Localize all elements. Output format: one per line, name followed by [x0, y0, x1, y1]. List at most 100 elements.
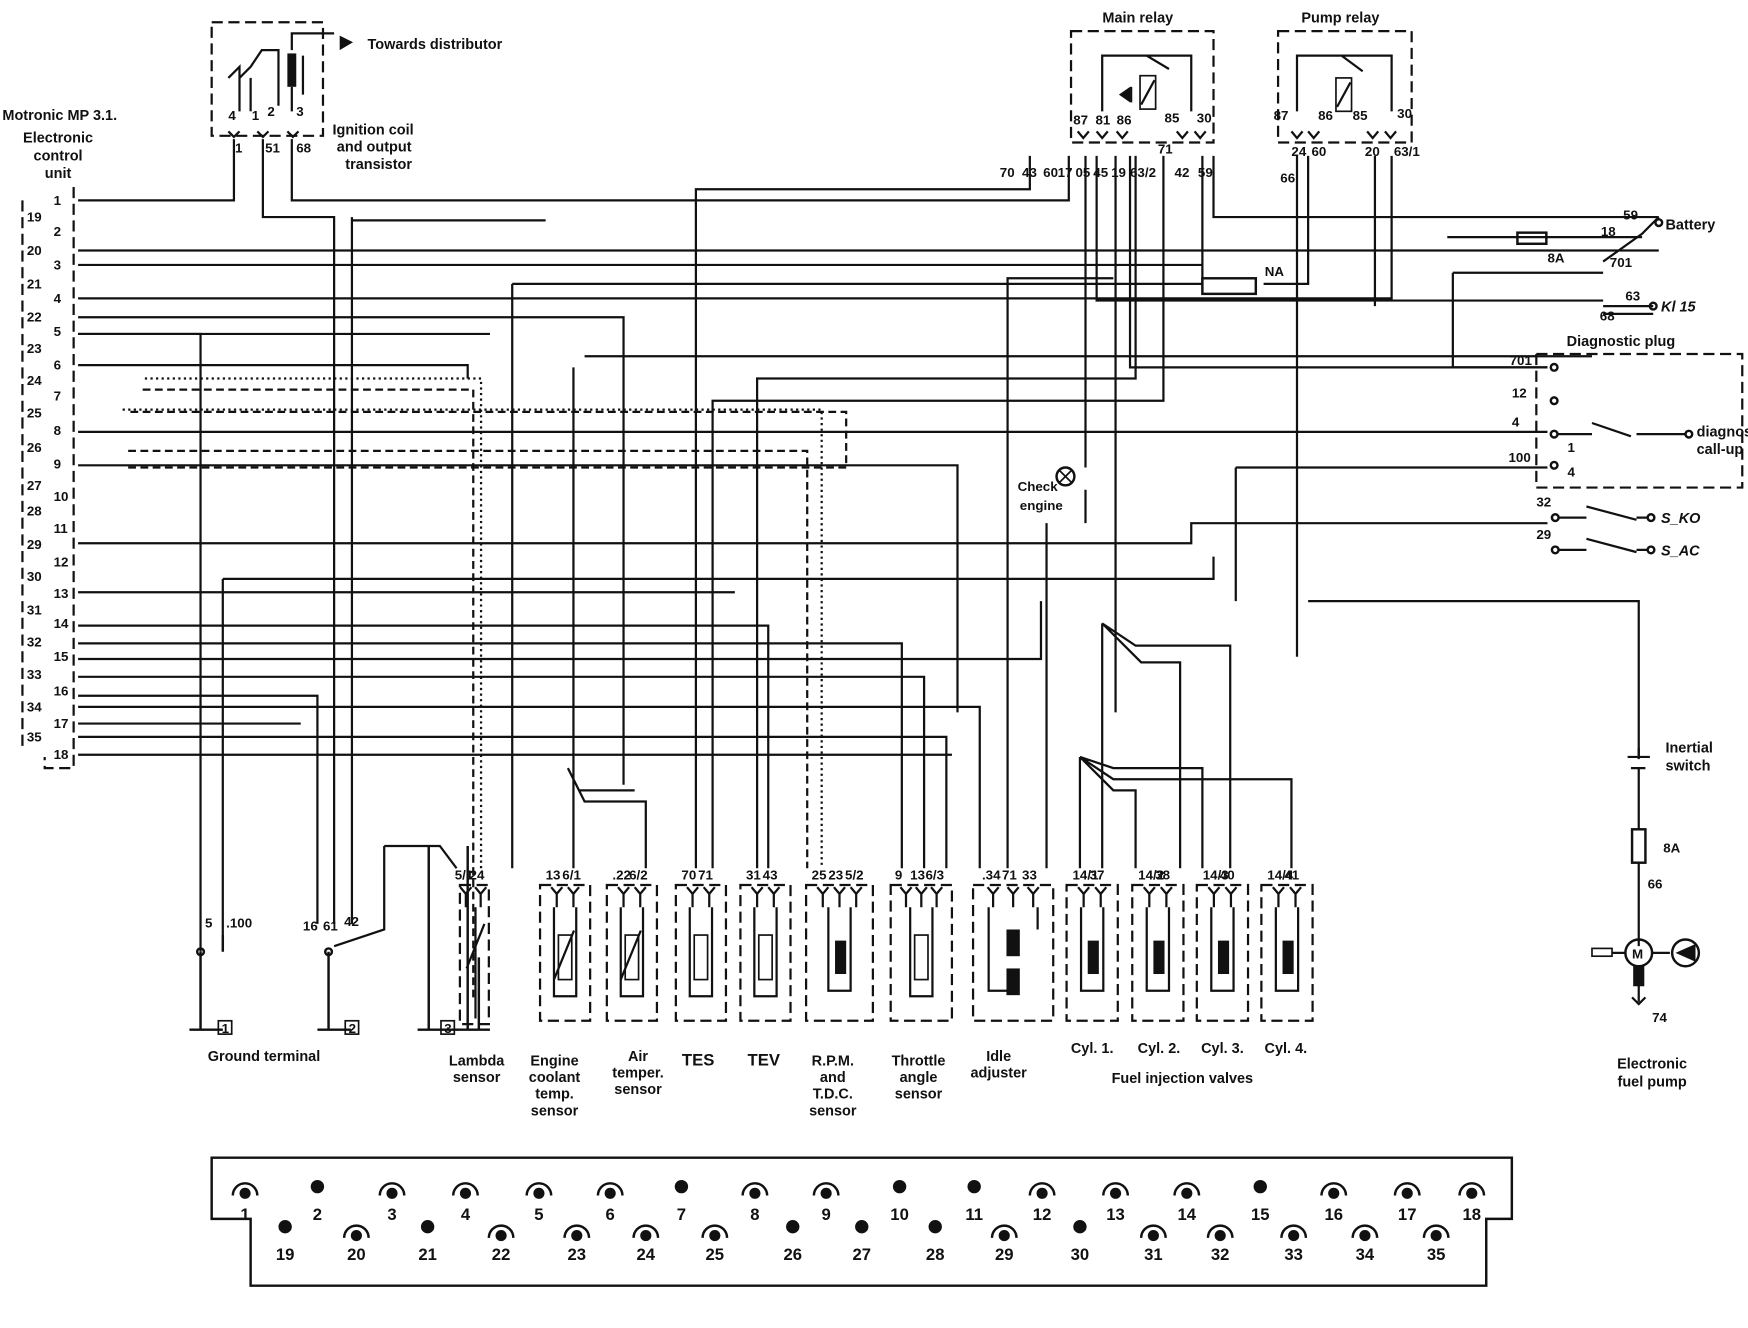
- ecu-pin-11: 11: [54, 521, 69, 536]
- coolant-label-2: temp.: [535, 1087, 574, 1103]
- ecu-pin-26: 26: [27, 440, 42, 455]
- ecu-pin-25: 25: [27, 405, 42, 420]
- connector-label-11: 11: [965, 1205, 983, 1224]
- ecu-pin-21: 21: [27, 276, 42, 291]
- cyl4-coil: [1282, 940, 1294, 975]
- idle-housing: [971, 883, 1055, 1022]
- pump-icon: [1670, 938, 1701, 968]
- battery-wire-59: 59: [1623, 207, 1638, 222]
- pump-relay-t86: 86: [1318, 108, 1333, 123]
- diagnostic-plug-title: Diagnostic plug: [1567, 334, 1676, 350]
- main-relay-t30: 30: [1197, 110, 1212, 125]
- check-engine-label-1: Check: [1018, 479, 1059, 494]
- rpm-label-1: and: [820, 1070, 846, 1086]
- switch-contact: [1558, 505, 1648, 521]
- main-relay-t86: 86: [1117, 113, 1132, 128]
- cyl3-coil: [1217, 940, 1230, 975]
- battery-block: Battery 59 18 701 Kl 15 63 68: [1600, 207, 1716, 323]
- pump-wire-66: 66: [1648, 876, 1663, 891]
- pump-relay-t30: 30: [1397, 106, 1412, 121]
- connector-label-8: 8: [750, 1205, 759, 1224]
- throttle-pin-9: 9: [895, 867, 902, 882]
- main-relay-wire-60: 60: [1043, 165, 1058, 180]
- lambda-label-1: sensor: [453, 1070, 501, 1086]
- battery-fuse-label: 8A: [1547, 251, 1564, 266]
- connector-label-19: 19: [276, 1245, 295, 1264]
- idle-pin-34: .34: [982, 867, 1001, 882]
- throttle-pin-13: 13: [910, 867, 925, 882]
- cyl2-label-0: Cyl. 2.: [1138, 1041, 1181, 1057]
- cyl4-housing: [1260, 883, 1314, 1022]
- connector-pin-10: 10: [890, 1179, 909, 1224]
- ignition-terminal-4: 4: [228, 108, 236, 123]
- connector-label-23: 23: [568, 1245, 587, 1264]
- ecu-pin-5: 5: [54, 324, 62, 339]
- diag-wire-701: 701: [1510, 353, 1533, 368]
- tev-pin-43: 43: [763, 867, 778, 882]
- ecu-outline: [21, 187, 75, 770]
- ecu-pin-19: 19: [27, 210, 42, 225]
- lambda-element: [465, 907, 486, 1019]
- ignition-module: Towards distributor Ignition coil and ou…: [210, 21, 503, 173]
- ecu-pin-6: 6: [54, 358, 61, 373]
- cyl1-pin-37: 37: [1090, 867, 1105, 882]
- ignition-box: [210, 21, 325, 137]
- cyl3-pin-14-3: 14/3: [1203, 867, 1229, 882]
- tes-pin-71: 71: [698, 867, 713, 882]
- main-relay-wire-17: 17: [1058, 165, 1073, 180]
- connector-outline: [210, 1156, 1514, 1287]
- main-relay-coil: [1139, 74, 1157, 110]
- check-engine-lamp-icon: [1055, 466, 1076, 487]
- pump-fuse: [1630, 828, 1647, 864]
- connector-label-3: 3: [387, 1205, 396, 1224]
- connector-label-12: 12: [1033, 1205, 1052, 1224]
- switch-wire-29: 29: [1536, 527, 1551, 542]
- main-relay: Main relay 87 81 86 85 30: [1069, 10, 1215, 144]
- tev-label-0: TEV: [748, 1050, 781, 1069]
- diag-pin-1: 1: [1567, 440, 1575, 455]
- air-pin-22: .22: [612, 867, 631, 882]
- rpm-housing: [804, 883, 874, 1022]
- ground-1-wire-100: .100: [226, 915, 252, 930]
- ecu-pin-10: 10: [54, 489, 69, 504]
- rpm-coil: [835, 940, 847, 975]
- cyl1-coil: [1087, 940, 1099, 975]
- ecu-title: Motronic MP 3.1.: [2, 108, 117, 124]
- cyl2-pin-14-2: 14/2: [1138, 867, 1164, 882]
- na-fuse: [1201, 277, 1258, 296]
- connector-pin-14: 14: [1173, 1182, 1201, 1224]
- main-relay-wire-70: 70: [1000, 165, 1015, 180]
- connector-pin-27: 27: [852, 1220, 871, 1264]
- ecu-pin-20: 20: [27, 243, 42, 258]
- ground-2-wire-16: 16: [303, 919, 318, 934]
- main-relay-wire-59: 59: [1198, 165, 1213, 180]
- diagnostic-plug-box: [1535, 352, 1744, 489]
- battery-label: Battery: [1665, 217, 1715, 233]
- ground-1-wire-5: 5: [205, 915, 213, 930]
- ground-2-wire-42: 42: [344, 914, 359, 929]
- ecu-pin-16: 16: [54, 684, 69, 699]
- pump-relay-t85: 85: [1353, 108, 1368, 123]
- pump-relay-t87: 87: [1274, 108, 1289, 123]
- connector-label-32: 32: [1211, 1245, 1230, 1264]
- ignition-wire-68: 68: [296, 141, 311, 156]
- fuses: 8A NA Check engine: [1018, 231, 1565, 513]
- diagnostic-plug: Diagnostic plug 701 12 4 100 1 4 diagnos…: [1509, 334, 1748, 489]
- air-label-1: temper.: [612, 1066, 663, 1082]
- connector-pin-1: 1: [231, 1182, 259, 1224]
- connector-label-6: 6: [606, 1205, 615, 1224]
- main-relay-t85: 85: [1165, 110, 1180, 125]
- connector-pin-29: 29: [990, 1224, 1018, 1264]
- switch-terminal: [1550, 545, 1560, 555]
- connector-label-1: 1: [240, 1205, 249, 1224]
- connector-pin-28: 28: [926, 1220, 945, 1264]
- svg-text:M: M: [1632, 946, 1643, 961]
- connector-pin-8: 8: [741, 1182, 769, 1224]
- ignition-label-2: and output: [337, 139, 412, 155]
- ecu-pin-17: 17: [54, 716, 69, 731]
- cyl3-housing: [1195, 883, 1250, 1022]
